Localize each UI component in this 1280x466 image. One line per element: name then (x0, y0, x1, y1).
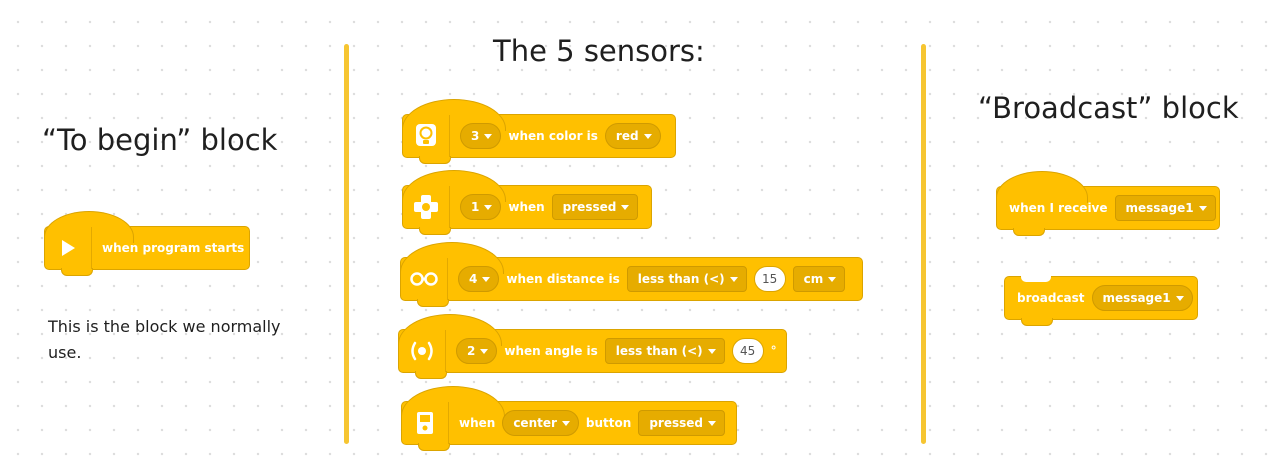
divider-right (921, 44, 926, 444)
when-button-block[interactable]: when center button pressed (401, 386, 737, 451)
button-state-dropdown[interactable]: pressed (638, 410, 725, 436)
force-state-dropdown[interactable]: pressed (551, 194, 639, 220)
angle-port-dropdown[interactable]: 2 (456, 338, 498, 364)
distance-unit-dropdown[interactable]: cm (792, 266, 846, 292)
color-port-dropdown[interactable]: 3 (460, 123, 502, 149)
distance-sensor-icon (401, 258, 448, 300)
motion-sensor-icon (399, 330, 446, 372)
to-begin-note: This is the block we normally use. (48, 317, 281, 362)
divider-left (344, 44, 349, 444)
angle-comparison-dropdown[interactable]: less than (<) (604, 338, 725, 364)
angle-block-text: when angle is (504, 344, 598, 358)
when-i-receive-block[interactable]: when I receive message1 (996, 171, 1220, 236)
chevron-down-icon (484, 204, 493, 210)
when-force-block[interactable]: 1 when pressed (402, 170, 652, 235)
chevron-down-icon (1175, 295, 1184, 301)
color-block-text: when color is (508, 129, 598, 143)
distance-port-dropdown[interactable]: 4 (458, 266, 500, 292)
when-angle-block[interactable]: 2 when angle is less than (<) 45 ° (398, 314, 787, 379)
chevron-down-icon (707, 420, 716, 426)
chevron-down-icon (707, 348, 716, 354)
when-color-block[interactable]: 3 when color is red (402, 99, 676, 164)
when-program-starts-block[interactable]: when program starts (44, 211, 250, 276)
chevron-down-icon (484, 133, 493, 139)
when-distance-block[interactable]: 4 when distance is less than (<) 15 cm (400, 242, 863, 307)
receive-block-text: when I receive (1009, 201, 1108, 215)
broadcast-block-text: broadcast (1017, 291, 1085, 305)
chevron-down-icon (643, 133, 652, 139)
chevron-down-icon (561, 420, 570, 426)
color-sensor-icon (403, 115, 450, 157)
sensors-heading: The 5 sensors: (493, 34, 705, 68)
force-block-text: when (508, 200, 545, 214)
chevron-down-icon (828, 276, 837, 282)
angle-unit: ° (770, 344, 777, 358)
broadcast-message-dropdown[interactable]: message1 (1091, 285, 1193, 311)
broadcast-block[interactable]: broadcast message1 (1004, 276, 1198, 326)
chevron-down-icon (480, 348, 489, 354)
force-sensor-icon (403, 186, 450, 228)
angle-value-input[interactable]: 45 (731, 338, 764, 364)
receive-message-dropdown[interactable]: message1 (1114, 195, 1216, 221)
force-port-dropdown[interactable]: 1 (460, 194, 502, 220)
chevron-down-icon (1198, 205, 1207, 211)
broadcast-heading: “Broadcast” block (978, 91, 1239, 125)
button-choice-dropdown[interactable]: center (502, 410, 579, 436)
chevron-down-icon (621, 204, 630, 210)
hub-icon (402, 402, 449, 444)
play-icon (45, 227, 92, 269)
chevron-down-icon (482, 276, 491, 282)
button-block-text-button: button (585, 416, 632, 430)
to-begin-heading: “To begin” block (42, 123, 278, 157)
distance-comparison-dropdown[interactable]: less than (<) (626, 266, 747, 292)
distance-value-input[interactable]: 15 (753, 266, 786, 292)
distance-block-text: when distance is (506, 272, 620, 286)
color-value-dropdown[interactable]: red (604, 123, 661, 149)
when-program-starts-label: when program starts (102, 241, 245, 255)
button-block-text-when: when (459, 416, 496, 430)
chevron-down-icon (729, 276, 738, 282)
